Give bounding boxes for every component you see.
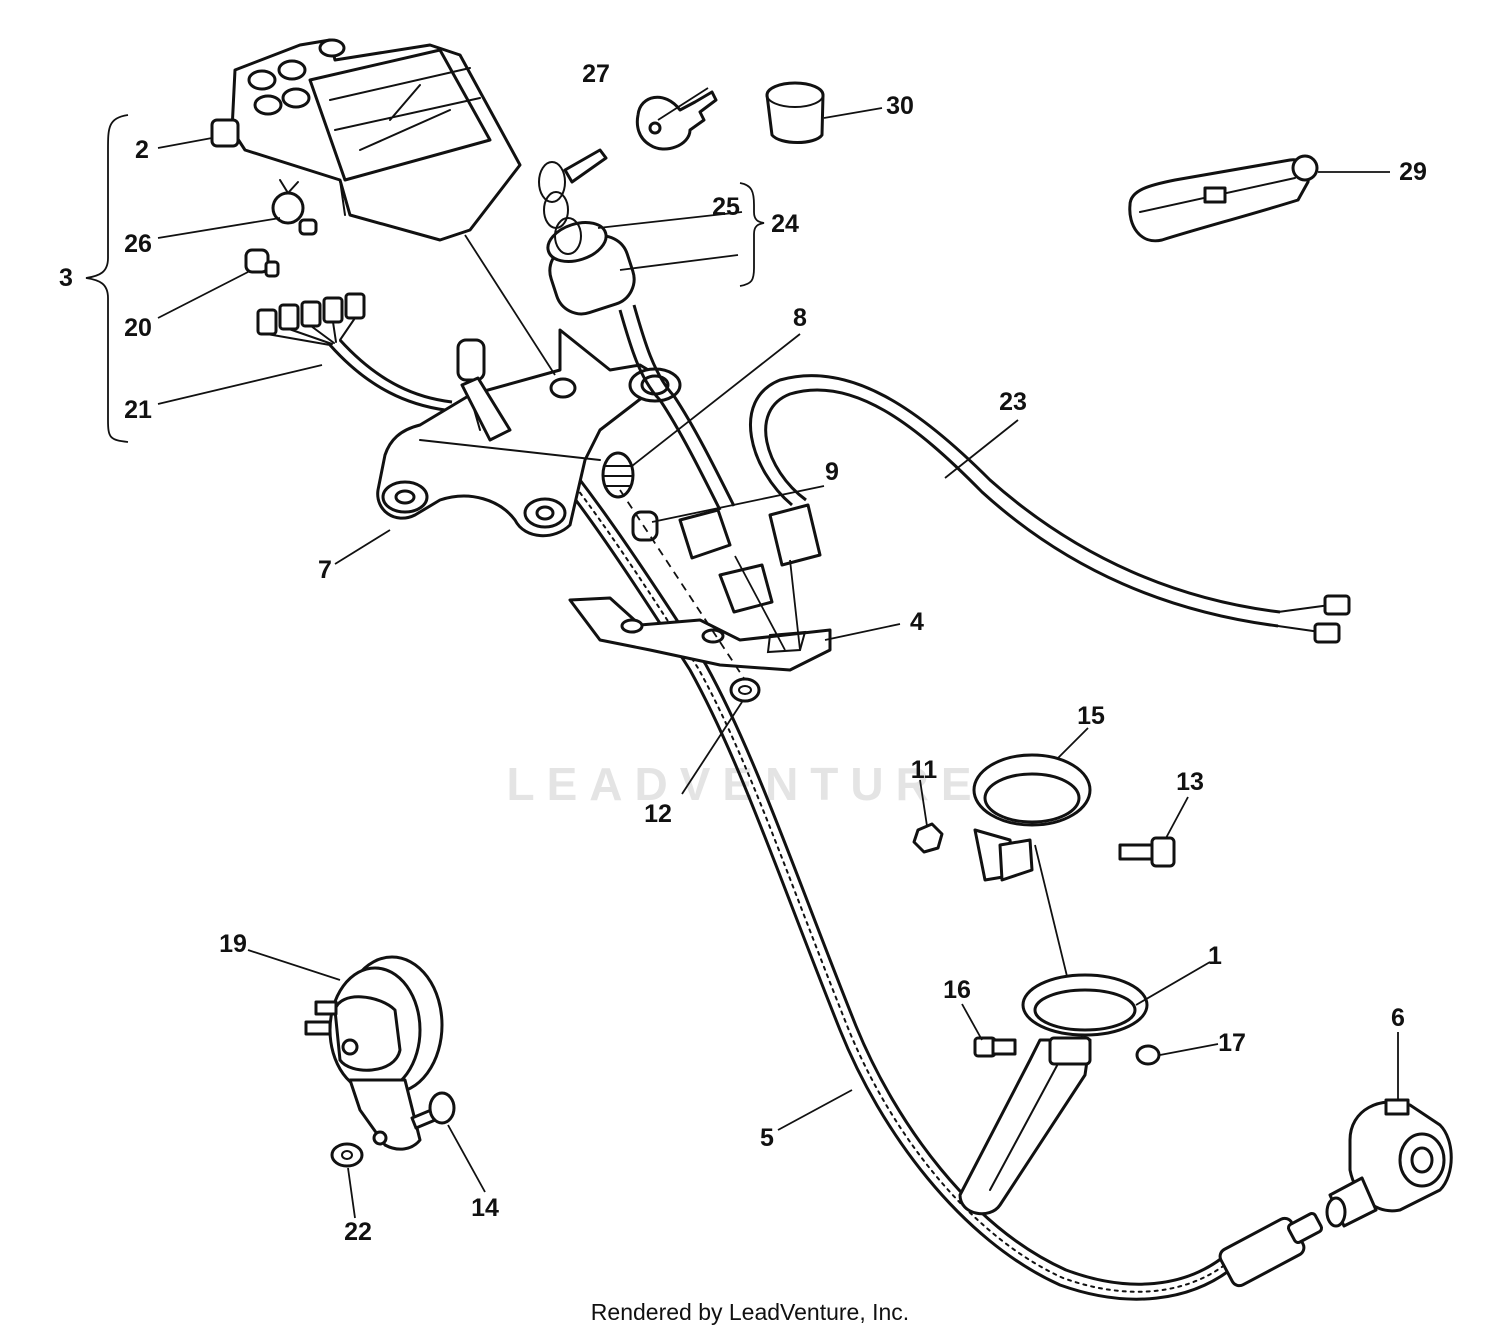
- callout-5: 5: [760, 1124, 774, 1152]
- callout-labels: 1 2 3 4 5 6 7 8 9 11 12 13 14 15 16 17 1…: [59, 60, 1427, 1246]
- horn: [304, 955, 444, 1151]
- leader-lines: [157, 87, 1399, 1219]
- cable-guide-bracket: [568, 596, 832, 672]
- lower-clamp-bolt: [973, 1036, 1017, 1058]
- callout-12: 12: [644, 800, 672, 828]
- upper-cable-clamp: [972, 753, 1092, 882]
- callout-14: 14: [471, 1194, 499, 1222]
- meter-bulb: [271, 179, 318, 236]
- grommet: [601, 451, 635, 499]
- speedometer-cable: [498, 402, 1324, 1301]
- speedometer-assembly: [210, 38, 522, 242]
- callout-6: 6: [1391, 1004, 1405, 1032]
- spare-key: [635, 90, 718, 151]
- horn-bolt: [410, 1091, 456, 1130]
- callout-1: 1: [1208, 942, 1222, 970]
- callout-11: 11: [911, 756, 938, 784]
- callout-16: 16: [943, 976, 971, 1004]
- meter-harness: [256, 292, 453, 412]
- lower-clamp-nut: [1135, 1044, 1161, 1066]
- callout-9: 9: [825, 458, 839, 486]
- watermark: LEADVENTURE: [506, 758, 983, 810]
- indicator-bulb: [244, 248, 280, 278]
- callout-29: 29: [1399, 158, 1427, 186]
- callout-19: 19: [219, 930, 247, 958]
- callout-22: 22: [344, 1218, 372, 1246]
- nut: [729, 677, 761, 703]
- callout-25: 25: [712, 193, 740, 221]
- lower-cable-clamp: [958, 973, 1149, 1216]
- speedometer-gear-box: [1325, 1098, 1453, 1228]
- trip-knob: [210, 118, 240, 148]
- coupler: [678, 503, 822, 614]
- assembly-24-brace: [739, 182, 765, 287]
- callout-27: 27: [582, 60, 610, 88]
- ignition-key-ring: [538, 148, 608, 255]
- horn-washer: [330, 1142, 364, 1168]
- callout-24: 24: [771, 210, 799, 238]
- indicator-wire: [749, 374, 1351, 644]
- clamp-nut: [912, 822, 944, 854]
- footer-credit: Rendered by LeadVenture, Inc.: [591, 1299, 909, 1325]
- assembly-3-brace: [85, 114, 129, 443]
- callout-17: 17: [1218, 1029, 1246, 1057]
- key-holder: [1128, 154, 1319, 243]
- callout-20: 20: [124, 314, 152, 342]
- meter-bracket: [376, 328, 682, 538]
- callout-8: 8: [793, 304, 807, 332]
- callout-30: 30: [886, 92, 914, 120]
- callout-21: 21: [124, 396, 152, 424]
- callout-2: 2: [135, 136, 149, 164]
- callout-13: 13: [1176, 768, 1204, 796]
- callout-15: 15: [1077, 702, 1105, 730]
- callout-23: 23: [999, 388, 1027, 416]
- callout-4: 4: [910, 608, 924, 636]
- clamp-bolt: [1118, 836, 1176, 868]
- switch-cap: [765, 81, 825, 144]
- callout-3: 3: [59, 264, 73, 292]
- callout-26: 26: [124, 230, 152, 258]
- callout-7: 7: [318, 556, 332, 584]
